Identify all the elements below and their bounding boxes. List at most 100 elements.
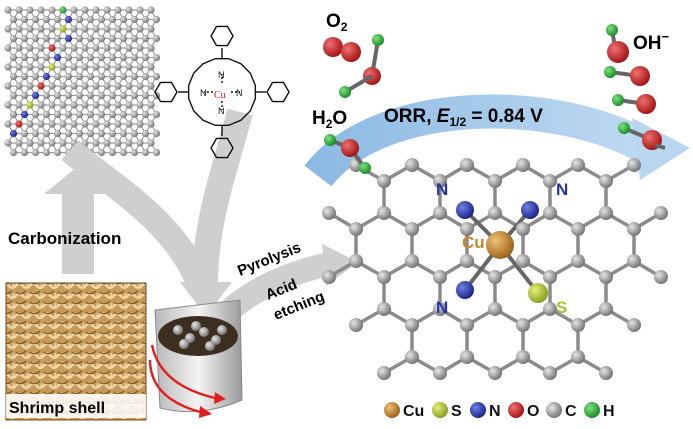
site-carbon-atom xyxy=(349,254,363,268)
graphene-atom xyxy=(70,101,77,108)
graphene-atom xyxy=(87,130,94,137)
graphene-atom xyxy=(48,6,55,13)
graphene-atom xyxy=(125,25,132,32)
site-carbon-atom xyxy=(322,270,336,284)
graphene-atom xyxy=(21,73,28,80)
carbonization-label: Carbonization xyxy=(8,229,121,248)
graphene-atom xyxy=(26,6,33,13)
legend-label-o: O xyxy=(527,403,539,420)
graphene-atom xyxy=(54,92,61,99)
graphene-atom xyxy=(87,54,94,61)
site-carbon-atom xyxy=(433,366,447,380)
graphene-atom xyxy=(87,16,94,23)
graphene-atom xyxy=(15,120,22,127)
graphene-atom xyxy=(125,101,132,108)
catalyst-pellet xyxy=(199,327,209,337)
site-carbon-atom xyxy=(405,158,419,172)
legend-dot-h xyxy=(584,402,600,418)
graphene-atom xyxy=(48,139,55,146)
graphene-atom xyxy=(92,6,99,13)
site-carbon-atom xyxy=(627,254,641,268)
legend-label-c: C xyxy=(565,403,577,420)
graphene-atom xyxy=(109,16,116,23)
graphene-atom xyxy=(32,92,39,99)
graphene-atom xyxy=(120,111,127,118)
site-n-label-3: N xyxy=(436,298,448,317)
graphene-atom xyxy=(26,44,33,51)
graphene-atom xyxy=(120,92,127,99)
graphene-atom xyxy=(120,73,127,80)
graphene-atom xyxy=(92,139,99,146)
graphene-atom xyxy=(54,54,61,61)
graphene-atom xyxy=(59,63,66,70)
graphene-atom xyxy=(98,92,105,99)
site-carbon-atom xyxy=(488,302,502,316)
graphene-atom xyxy=(37,120,44,127)
site-n-label-1: N xyxy=(436,180,448,199)
porphyrin-n-atom: N xyxy=(200,88,207,98)
legend-dot-cu xyxy=(384,402,400,418)
graphene-atom xyxy=(120,16,127,23)
graphene-atom xyxy=(98,16,105,23)
graphene-atom xyxy=(92,44,99,51)
graphene-atom xyxy=(81,101,88,108)
site-carbon-atom xyxy=(349,222,363,236)
graphene-atom xyxy=(59,101,66,108)
graphene-atom xyxy=(65,73,72,80)
catalyst-pellet xyxy=(179,339,189,349)
graphene-atom xyxy=(142,35,149,42)
graphene-atom xyxy=(98,130,105,137)
graphene-atom xyxy=(21,54,28,61)
graphene-atom xyxy=(10,73,17,80)
graphene-atom xyxy=(98,73,105,80)
graphene-atom xyxy=(59,139,66,146)
site-carbon-atom xyxy=(599,270,613,284)
oh-minus-label: OH− xyxy=(633,29,670,54)
graphene-atom xyxy=(48,82,55,89)
graphene-atom xyxy=(131,35,138,42)
site-cu-label: Cu xyxy=(462,233,485,252)
hydrogen-atom xyxy=(359,162,371,174)
graphene-atom xyxy=(142,54,149,61)
graphene-atom xyxy=(43,16,50,23)
graphene-atom xyxy=(147,120,154,127)
graphene-atom xyxy=(120,54,127,61)
graphene-atom xyxy=(26,120,33,127)
graphene-atom xyxy=(59,44,66,51)
hydrogen-atom xyxy=(372,34,384,46)
graphene-atom xyxy=(147,82,154,89)
site-carbon-atom xyxy=(405,318,419,332)
graphene-atom xyxy=(21,111,28,118)
legend-dot-s xyxy=(432,402,448,418)
porphyrin-n-atom: N xyxy=(218,106,225,116)
graphene-atom xyxy=(37,6,44,13)
graphene-atom xyxy=(98,35,105,42)
site-carbon-atom xyxy=(543,302,557,316)
graphene-atom xyxy=(153,54,160,61)
graphene-atom xyxy=(131,16,138,23)
graphene-atom xyxy=(109,35,116,42)
graphene-atom xyxy=(10,130,17,137)
graphene-atom xyxy=(26,139,33,146)
graphene-atom xyxy=(114,120,121,127)
graphene-atom xyxy=(4,44,11,51)
graphene-atom xyxy=(142,73,149,80)
graphene-atom xyxy=(4,101,11,108)
graphene-sheet xyxy=(4,6,160,156)
graphene-atom xyxy=(65,54,72,61)
graphene-atom xyxy=(10,16,17,23)
graphene-atom xyxy=(54,111,61,118)
graphene-atom xyxy=(114,101,121,108)
graphene-atom xyxy=(92,25,99,32)
graphene-atom xyxy=(103,82,110,89)
hydrogen-atom xyxy=(604,66,616,78)
graphene-atom xyxy=(120,149,127,156)
graphene-atom xyxy=(81,6,88,13)
graphene-atom xyxy=(136,63,143,70)
graphene-atom xyxy=(54,73,61,80)
catalyst-pellet xyxy=(191,321,201,331)
graphene-atom xyxy=(136,139,143,146)
graphene-atom xyxy=(142,16,149,23)
graphene-atom xyxy=(103,139,110,146)
site-carbon-atom xyxy=(405,350,419,364)
